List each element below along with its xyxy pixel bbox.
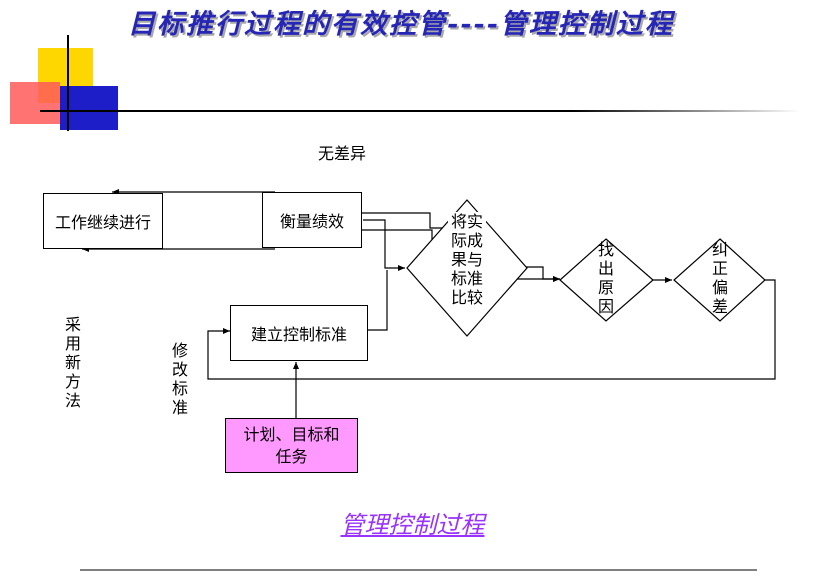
slide-title: 目标推行过程的有效控管----管理控制过程 <box>128 9 674 40</box>
decor-vertical-line <box>67 35 69 131</box>
label-adopt-new-method: 采用新方法 <box>64 315 81 410</box>
box-measure-performance: 衡量绩效 <box>262 192 362 248</box>
decor-red-square <box>10 82 60 124</box>
box-work-continues: 工作继续进行 <box>43 193 163 249</box>
box-set-standard: 建立控制标准 <box>230 305 368 361</box>
decor-blue-square <box>60 86 118 130</box>
decision-correct-text: 纠正偏差 <box>711 240 728 316</box>
label-no-difference: 无差异 <box>318 144 367 163</box>
decision-find-cause-diamond <box>559 238 654 322</box>
box-plan-goals-tasks: 计划、目标和任务 <box>225 418 358 473</box>
decision-correct-diamond <box>673 238 766 322</box>
label-modify-standard: 修改标准 <box>171 341 188 417</box>
decision-find-cause-text: 找出原因 <box>597 240 614 316</box>
decor-horizontal-line <box>40 110 800 112</box>
diagram-caption: 管理控制过程 <box>340 511 485 539</box>
decision-compare-text: 将实际成果与标准比较 <box>448 212 486 307</box>
